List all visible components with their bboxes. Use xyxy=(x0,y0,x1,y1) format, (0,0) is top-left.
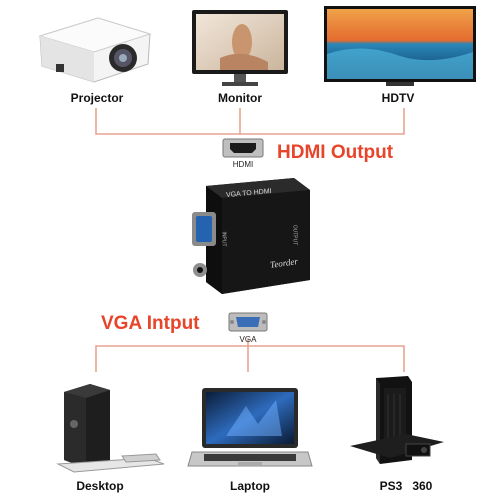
adapter-icon xyxy=(192,178,310,294)
vga-port-label: VGA xyxy=(239,335,257,344)
laptop-icon xyxy=(187,388,313,467)
vga-to-hdmi-adapter: VGA TO HDMI INPUT OUTPUT Teorder xyxy=(186,176,316,300)
hdmi-output-title: HDMI Output xyxy=(277,142,394,163)
desktop xyxy=(52,376,170,474)
projector-icon xyxy=(38,17,152,83)
output-connector-line xyxy=(95,108,405,135)
monitor-icon xyxy=(192,10,288,86)
adapter-output-label: OUTPUT xyxy=(291,224,298,246)
hdtv xyxy=(322,4,478,88)
projector xyxy=(28,8,158,88)
hdmi-port xyxy=(222,138,264,158)
vga-port xyxy=(228,312,268,332)
desktop-label: Desktop xyxy=(76,479,124,493)
game-console-icon xyxy=(350,376,444,464)
hdmi-port-label: HDMI xyxy=(232,160,254,169)
vga-port-icon xyxy=(228,312,268,332)
adapter-input-label: INPUT xyxy=(220,231,227,247)
monitor-label: Monitor xyxy=(218,91,262,105)
hdtv-icon xyxy=(324,6,476,86)
game-console xyxy=(346,374,450,474)
vga-input-title: VGA Intput xyxy=(101,313,200,334)
laptop-label: Laptop xyxy=(230,479,270,493)
monitor xyxy=(190,8,290,90)
console-label: PS3 360 xyxy=(379,479,433,493)
hdmi-port-icon xyxy=(222,138,264,158)
laptop xyxy=(186,386,314,476)
input-connector-line xyxy=(95,345,405,372)
hdtv-label: HDTV xyxy=(381,91,415,105)
projector-label: Projector xyxy=(70,91,124,105)
desktop-icon xyxy=(56,384,165,473)
